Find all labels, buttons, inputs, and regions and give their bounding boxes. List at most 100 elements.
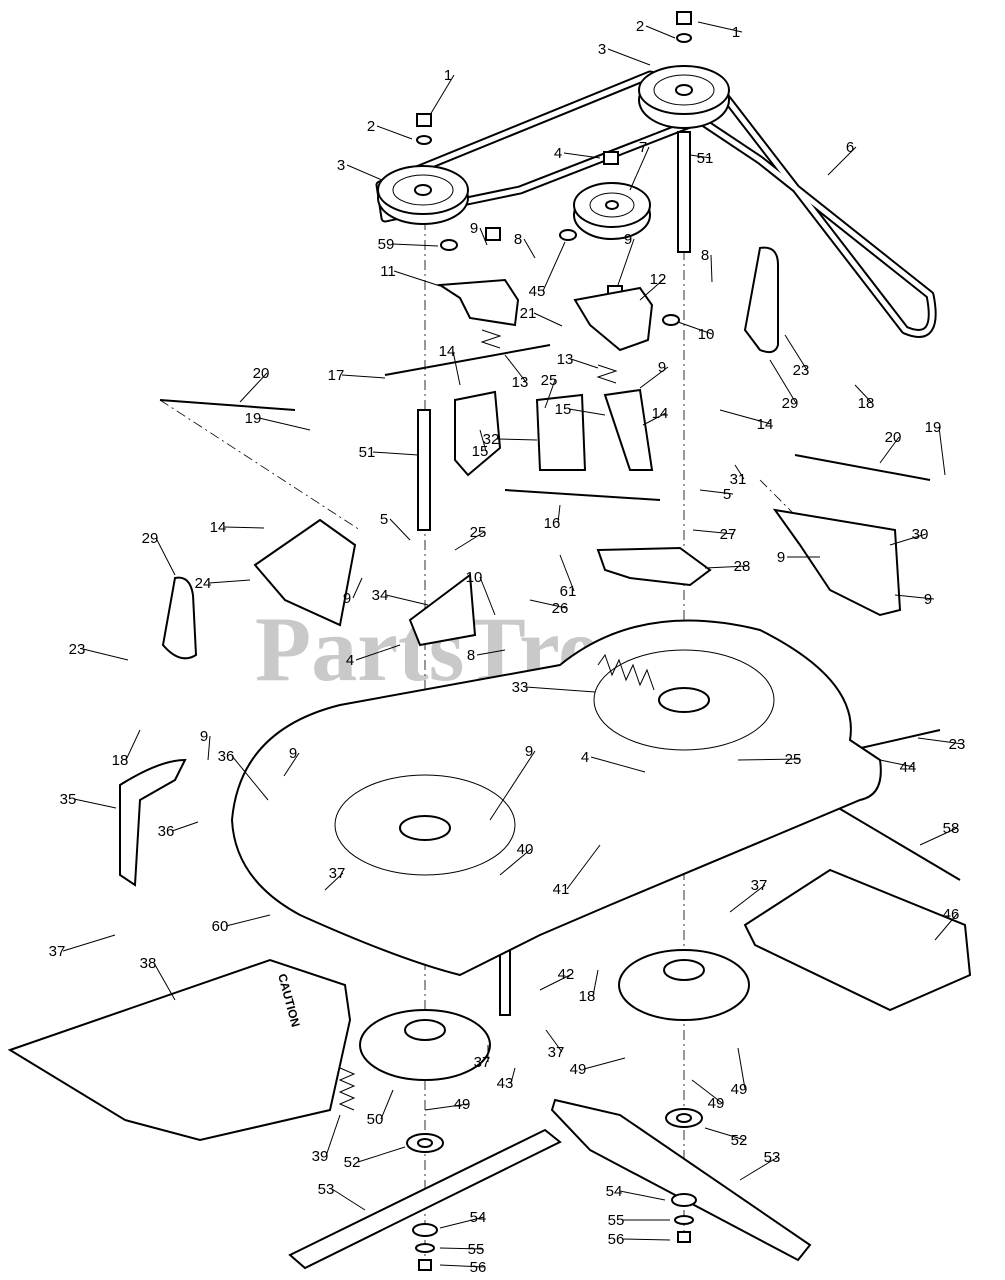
callout-leader	[621, 1238, 671, 1241]
callout-number: 32	[483, 431, 500, 448]
callout-leader	[73, 798, 117, 809]
callout-leader	[629, 146, 650, 191]
callout-leader	[737, 758, 800, 761]
blade-left-53	[288, 1128, 562, 1270]
callout-number: 54	[470, 1209, 487, 1226]
callout-leader	[539, 973, 573, 991]
callout-leader	[454, 531, 485, 551]
callout-leader	[331, 1188, 366, 1211]
callout-number: 2	[367, 118, 375, 135]
callout-leader	[372, 451, 419, 456]
callout-leader	[258, 417, 311, 431]
callout-number: 51	[359, 444, 376, 461]
callout-number: 55	[608, 1212, 625, 1229]
callout-leader	[737, 1047, 746, 1090]
hardware-bottom	[412, 1193, 697, 1271]
callout-number: 20	[885, 429, 902, 446]
bracket-30	[772, 508, 902, 617]
callout-leader	[324, 872, 344, 891]
callout-number: 13	[512, 374, 529, 391]
callout-number: 37	[751, 877, 768, 894]
callout-number: 53	[318, 1181, 335, 1198]
callout-number: 12	[650, 271, 667, 288]
callout-leader	[346, 164, 383, 181]
callout-number: 59	[378, 236, 395, 253]
rods	[159, 344, 961, 881]
callout-leader	[153, 962, 176, 1001]
callout-number: 37	[329, 865, 346, 882]
discharge-chute: CAUTION	[7, 958, 352, 1142]
bracket-29-right	[743, 246, 779, 354]
deflector-46	[743, 868, 972, 1012]
callout-leader	[607, 48, 651, 66]
callout-leader	[525, 686, 596, 693]
callout-number: 3	[337, 157, 345, 174]
callout-leader	[934, 913, 958, 941]
callout-number: 9	[343, 590, 351, 607]
callout-number: 19	[245, 410, 262, 427]
callout-number: 37	[49, 943, 66, 960]
callout-leader	[385, 594, 429, 606]
bracket-34	[408, 573, 477, 647]
callout-leader	[570, 358, 599, 369]
callout-leader	[225, 914, 271, 927]
callout-leader	[879, 759, 915, 768]
bracket-32	[535, 393, 587, 471]
idler-pulley	[573, 182, 651, 240]
callout-leader	[729, 884, 766, 913]
callout-number: 29	[782, 395, 799, 412]
callout-number: 39	[312, 1148, 329, 1165]
callout-number: 52	[731, 1132, 748, 1149]
drive-belt	[375, 70, 937, 338]
callout-number: 31	[730, 471, 747, 488]
callout-leader	[125, 729, 141, 761]
baffle-35	[119, 758, 187, 887]
idler-bracket-11	[436, 278, 520, 327]
callout-number: 61	[560, 583, 577, 600]
callout-leader	[510, 1067, 516, 1084]
callout-number: 58	[943, 820, 960, 837]
callout-leader	[769, 359, 797, 404]
callout-leader	[283, 752, 300, 777]
callout-leader	[439, 1216, 485, 1229]
callout-number: 1	[444, 67, 452, 84]
callout-leader	[710, 254, 713, 283]
callout-number: 1	[732, 24, 740, 41]
callout-leader	[489, 750, 536, 821]
bracket-28	[596, 546, 712, 587]
callout-number: 4	[346, 652, 354, 669]
callout-leader	[734, 464, 745, 480]
callout-leader	[393, 270, 441, 287]
callout-number: 23	[793, 362, 810, 379]
callout-leader	[879, 436, 900, 464]
spindle-shafts	[417, 131, 691, 1016]
callout-number: 27	[720, 526, 737, 543]
callout-number: 25	[785, 751, 802, 768]
callout-number: 49	[570, 1061, 587, 1078]
callout-number: 7	[639, 139, 647, 156]
spring-33	[597, 653, 655, 691]
callout-number: 3	[598, 41, 606, 58]
callout-leader	[689, 154, 712, 159]
callout-leader	[529, 599, 567, 609]
callout-number: 35	[60, 791, 77, 808]
callout-number: 10	[698, 326, 715, 343]
bracket-24	[253, 518, 357, 627]
callout-leader	[533, 312, 563, 327]
callout-leader	[207, 735, 211, 761]
callout-number: 5	[723, 486, 731, 503]
callout-leader	[239, 372, 268, 403]
callout-number: 54	[606, 1183, 623, 1200]
callout-leader	[231, 755, 269, 801]
callout-number: 16	[544, 515, 561, 532]
callout-number: 13	[557, 351, 574, 368]
callout-leader	[619, 1190, 666, 1201]
callout-leader	[439, 1247, 483, 1250]
callout-number: 15	[472, 443, 489, 460]
callout-number: 55	[468, 1241, 485, 1258]
callout-leader	[171, 821, 199, 832]
callout-leader	[389, 518, 411, 541]
callout-number: 53	[764, 1149, 781, 1166]
